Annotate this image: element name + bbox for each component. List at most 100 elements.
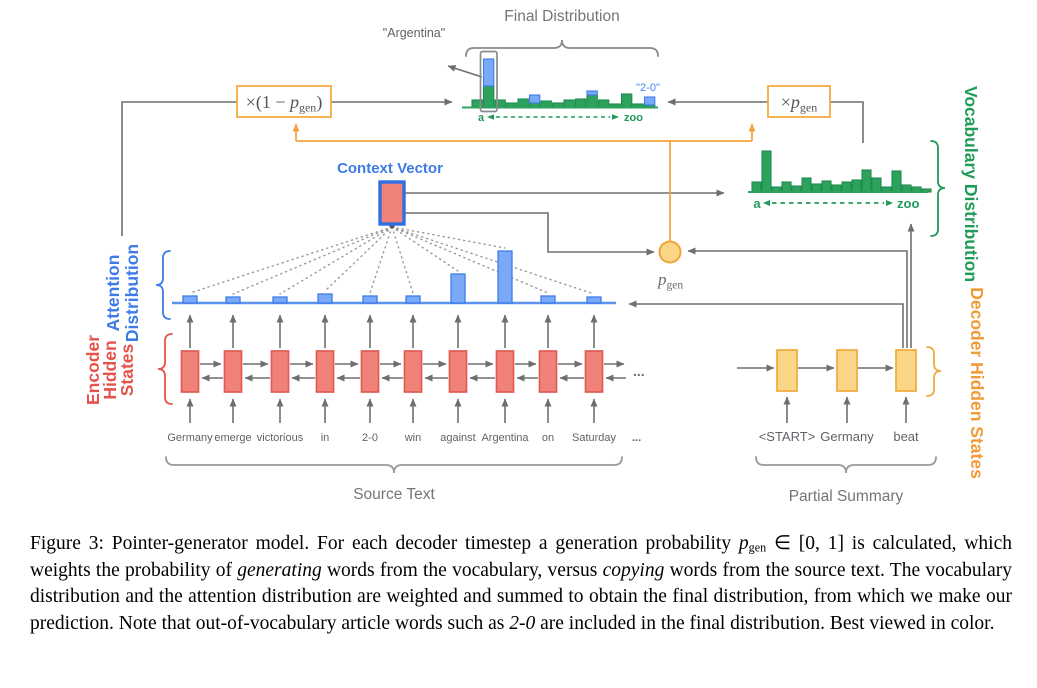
source-word: 2-0 (362, 432, 378, 444)
caption-text-segment: are included in the final distribution. … (535, 612, 995, 634)
final-axis-right-label: zoo (624, 112, 643, 124)
gen-probability-box (236, 85, 332, 118)
vocab-dist-bar (831, 184, 842, 193)
vocab-dist-bar (861, 169, 872, 193)
final-axis-left-label: a (478, 112, 485, 124)
encoder-state (270, 350, 290, 393)
argentina-callout-label: "Argentina" (383, 26, 445, 40)
encoder-ellipsis: ... (633, 363, 645, 379)
attention-fan-dotted-line (189, 226, 393, 294)
vocab-dist-bar (811, 183, 822, 193)
caption-text-segment: 2-0 (509, 612, 536, 634)
source-word: Argentina (481, 432, 529, 444)
caption-text-segment: generating (237, 559, 322, 581)
encoder-state (180, 350, 200, 393)
final-dist-blue-segment (528, 94, 541, 104)
attention-to-genbox-line (121, 101, 237, 236)
vocab-dist-bar (781, 181, 792, 193)
vocab-dist-bar (821, 180, 832, 193)
oov-word-label: "2-0" (636, 82, 660, 94)
final-distribution-bars (471, 58, 656, 108)
final-dist-green-segment (563, 99, 575, 108)
attention-bar (405, 295, 421, 304)
partial-summary-label: Partial Summary (789, 488, 904, 505)
encoder-brace (157, 333, 173, 405)
vocab-distribution-brace (930, 140, 946, 237)
encoder-state (403, 350, 423, 393)
attention-fan-dotted-line (324, 226, 393, 292)
final-axis-right-arrowhead (612, 114, 619, 120)
attention-fan-dotted-line (232, 226, 393, 295)
partial-summary-brace (755, 456, 937, 474)
copy-probability-box (767, 85, 831, 118)
vocab-axis-left-label: a (753, 196, 761, 211)
encoder-state (538, 350, 558, 393)
vocab-dist-bar (901, 184, 912, 193)
attention-fan-dotted-line (369, 226, 393, 294)
decoder-side-label: Decoder Hidden States (967, 287, 987, 479)
vocabulary-distribution-bars (751, 150, 932, 193)
final-dist-green-segment (528, 102, 541, 108)
vocab-distribution-side-label: Vocabulary Distribution (961, 86, 981, 282)
source-word: on (542, 432, 554, 444)
final-dist-blue-segment (643, 96, 656, 106)
attention-fan-dotted-line (279, 226, 393, 295)
vocab-dist-bar (841, 181, 852, 193)
final-dist-green-segment (620, 93, 633, 108)
source-word: emerge (214, 432, 251, 444)
final-dist-blue-segment (586, 90, 598, 96)
final-dist-green-segment (597, 99, 610, 108)
final-dist-green-segment (482, 85, 495, 108)
final-distribution-title: Final Distribution (504, 8, 619, 25)
attention-bar (272, 296, 288, 304)
vocab-to-copybox-line (830, 101, 864, 143)
decoder-state (836, 349, 858, 392)
attention-bars (182, 250, 602, 304)
figure-caption: Figure 3: Pointer-generator model. For e… (30, 531, 1012, 637)
vocab-dist-bar (801, 177, 812, 193)
vocab-dist-bar (891, 170, 902, 193)
source-text-label: Source Text (353, 486, 435, 503)
decoder-state (776, 349, 798, 392)
caption-text-segment: gen (748, 540, 767, 555)
vocab-dist-bar (851, 179, 862, 193)
vocab-axis-right-arrowhead (886, 200, 893, 206)
final-dist-green-segment (505, 102, 518, 108)
decoder-state (895, 349, 917, 392)
vocab-dist-bar (871, 177, 882, 193)
final-axis-left-arrowhead (487, 114, 494, 120)
encoder-state (360, 350, 380, 393)
attention-fan-dotted-line (391, 226, 459, 272)
source-word: Saturday (572, 432, 617, 444)
final-dist-green-segment (574, 98, 587, 108)
final-dist-green-segment (551, 102, 564, 108)
attention-bar (450, 273, 466, 304)
attention-fan-lines (189, 226, 595, 295)
gen-box-formula: ×(1 − pgen) (246, 92, 323, 115)
attention-bar (225, 296, 241, 304)
attention-bar (540, 295, 556, 304)
encoder-state (315, 350, 335, 393)
decoder-to-pgen-arrow (687, 247, 908, 348)
attention-bar (497, 250, 513, 304)
source-text-brace (165, 456, 623, 474)
argentina-callout-arrow (447, 64, 483, 78)
vocab-dist-bar (761, 150, 772, 193)
final-dist-green-segment (540, 100, 552, 108)
argentina-bar-highlight-box (479, 50, 498, 113)
attention-bar (182, 295, 198, 304)
source-word: in (321, 432, 330, 444)
copy-box-formula: ×pgen (781, 92, 817, 115)
context-vector-label: Context Vector (337, 160, 443, 177)
encoder-state (223, 350, 243, 393)
caption-text-segment: ∈ [0, 1] is calculated, which weights th… (30, 533, 1012, 581)
final-dist-green-segment (586, 94, 598, 108)
decoder-to-attention-arrow (628, 300, 904, 348)
source-words-ellipsis: ... (632, 432, 641, 444)
encoder-state (495, 350, 515, 393)
context-to-pgen-arrow (404, 212, 655, 256)
source-word: victorious (257, 432, 304, 444)
pgen-node-label: pgen (657, 270, 683, 292)
